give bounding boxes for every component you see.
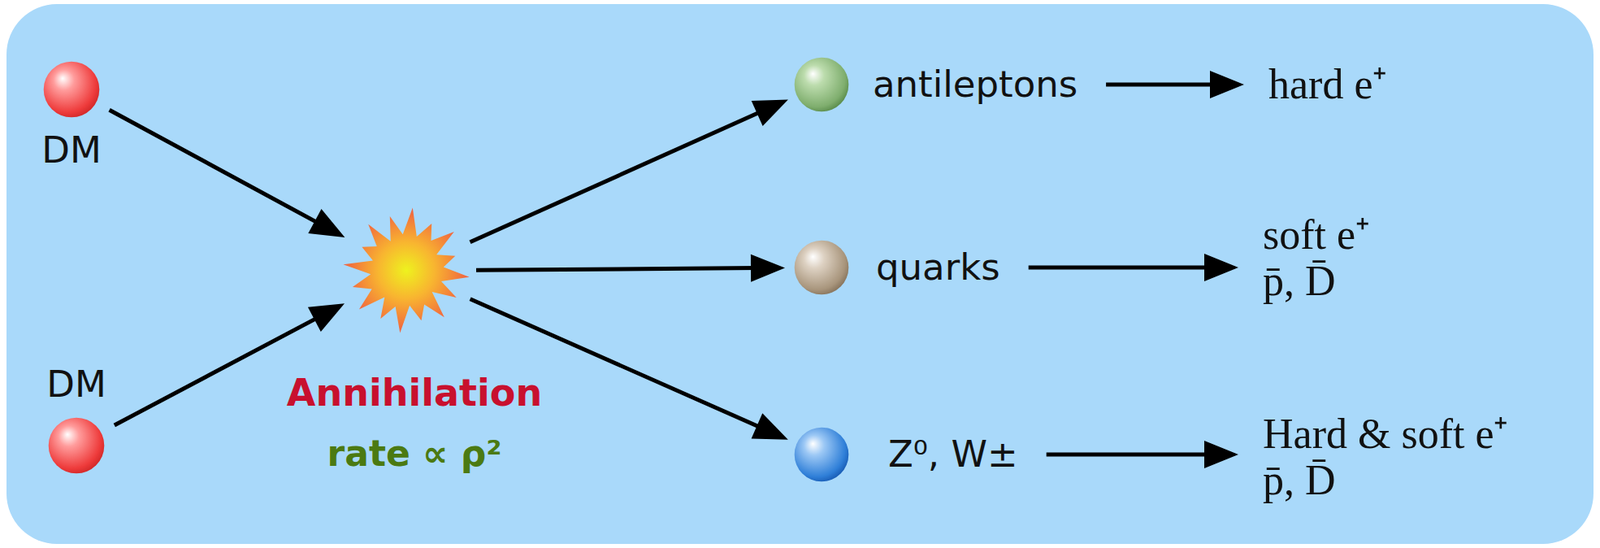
node-label: DM [46, 363, 106, 406]
arrow-line [109, 109, 321, 225]
flow-arrow [1046, 440, 1239, 469]
sphere-icon [43, 60, 100, 118]
arrow-head [307, 208, 345, 238]
sphere [43, 61, 100, 118]
arrow-line [1046, 452, 1211, 457]
dark-matter-particle: DM [35, 363, 118, 474]
node-label: DM [41, 129, 101, 172]
flow-arrow [109, 109, 346, 238]
signal-result: soft e⁺ p̄, D̄ [1262, 211, 1403, 304]
sphere-icon [793, 56, 850, 113]
result-text: Hard & soft e⁺ p̄, D̄ [1262, 410, 1534, 503]
dark-matter-particle: DM [30, 60, 113, 172]
sphere [794, 427, 850, 482]
arrow-line [1028, 265, 1211, 270]
starburst-icon [341, 205, 472, 336]
flow-arrow [1105, 70, 1245, 99]
background-panel [6, 4, 1594, 544]
sphere [794, 240, 850, 295]
flow-arrow [470, 299, 789, 440]
arrow-head [1209, 70, 1245, 99]
arrow-head [751, 412, 789, 440]
arrow-head [751, 99, 789, 126]
flow-arrow [470, 99, 789, 242]
sphere [48, 416, 105, 473]
sphere-icon [793, 239, 850, 295]
result-text: soft e⁺ p̄, D̄ [1262, 211, 1403, 304]
arrow-head [1204, 253, 1239, 282]
product-particle: antileptons [793, 56, 1078, 113]
arrow-line [470, 110, 764, 242]
node-label: rate ∝ ρ² [326, 433, 502, 475]
node-label: quarks [875, 246, 1001, 289]
flow-arrow [1028, 253, 1239, 282]
product-particle: Z⁰, W± [793, 426, 1019, 482]
node-label: Z⁰, W± [888, 433, 1019, 476]
flow-arrow [476, 254, 785, 282]
arrow-head [1204, 440, 1239, 469]
node-label: antileptons [872, 63, 1078, 106]
arrow-head [750, 254, 785, 282]
product-particle: quarks [793, 239, 1001, 295]
arrow-head [307, 303, 345, 332]
node-label: Annihilation [286, 371, 543, 415]
sphere-icon [47, 416, 105, 474]
sphere [794, 57, 850, 113]
result-text: hard e⁺ [1268, 60, 1388, 108]
signal-result: Hard & soft e⁺ p̄, D̄ [1262, 410, 1534, 503]
arrow-line [476, 268, 758, 271]
arrow-line [1105, 82, 1217, 87]
starburst [342, 207, 469, 333]
signal-result: hard e⁺ [1268, 60, 1388, 108]
sphere-icon [793, 426, 850, 482]
annihilation-burst: Annihilation rate ∝ ρ² [286, 205, 543, 474]
